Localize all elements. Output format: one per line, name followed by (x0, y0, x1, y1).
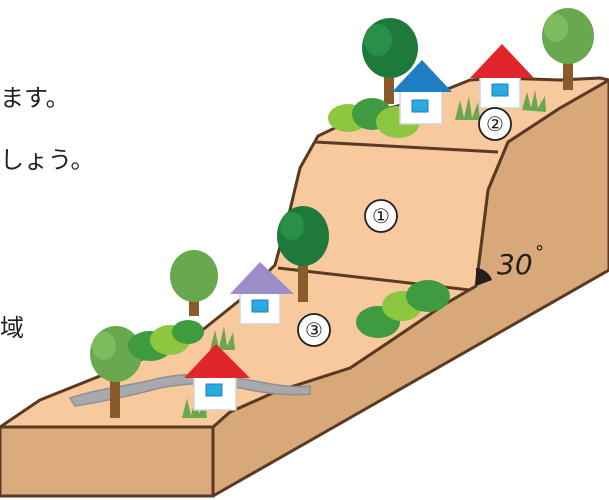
zone-label-1: ① (364, 199, 398, 233)
zone-label-2: ② (478, 107, 512, 141)
svg-text:①: ① (372, 204, 390, 228)
svg-text:②: ② (486, 112, 504, 136)
slope-angle-value: 30 (497, 248, 533, 281)
house-icon (392, 60, 452, 125)
svg-text:③: ③ (305, 318, 323, 342)
text-fragment-1: ます。 (0, 84, 70, 112)
tree-icon (170, 250, 218, 316)
bush-group-middle (356, 280, 450, 338)
slope-angle-unit: ° (535, 242, 544, 263)
terrace-line-upper (314, 140, 499, 154)
house-icon (470, 44, 534, 109)
ground-side-front (0, 425, 215, 498)
tree-icon (362, 18, 418, 104)
tree-icon (542, 8, 594, 90)
text-fragment-2: しょう。 (0, 146, 95, 174)
house-icon (230, 262, 294, 325)
tree-icon (277, 206, 329, 302)
text-fragment-3: 域 (0, 314, 24, 342)
angle-arc-icon (476, 268, 492, 286)
zone-label-3: ③ (297, 313, 331, 347)
house-icon (184, 344, 250, 411)
bush-group-left (128, 320, 204, 361)
tree-icon (90, 326, 142, 418)
road (68, 373, 311, 407)
